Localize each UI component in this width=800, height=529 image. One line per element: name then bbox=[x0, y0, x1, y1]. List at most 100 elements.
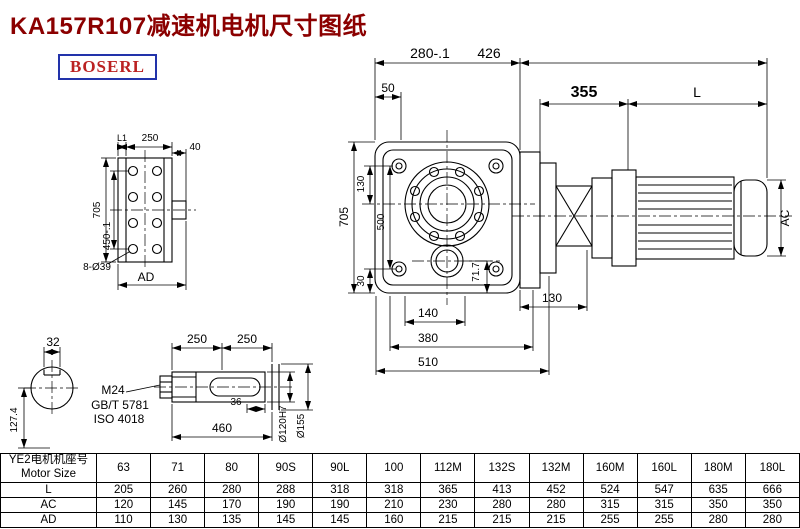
dimension-value: 130 bbox=[150, 511, 206, 528]
output-flange-view bbox=[117, 157, 187, 263]
dimension-value: 135 bbox=[204, 511, 260, 528]
dim-130-b: 130 bbox=[542, 291, 562, 305]
dim-32: 32 bbox=[46, 335, 60, 349]
dimension-value: 210 bbox=[366, 496, 422, 513]
dim-140: 140 bbox=[418, 306, 438, 320]
dim-355: 355 bbox=[571, 84, 598, 101]
dim-380: 380 bbox=[418, 331, 438, 345]
dimension-value: 280 bbox=[474, 496, 530, 513]
dimension-value: 145 bbox=[312, 511, 368, 528]
dimension-value: 110 bbox=[95, 511, 152, 528]
dim-120H7: Ø120H7 bbox=[278, 405, 289, 443]
dim-127-4: 127.4 bbox=[9, 407, 20, 432]
motor-size-header-en: Motor Size bbox=[21, 467, 76, 480]
dimension-value: 280 bbox=[690, 511, 746, 528]
motor-size-column: 71 bbox=[150, 453, 206, 483]
dim-426: 426 bbox=[477, 45, 501, 61]
dimension-value: 288 bbox=[258, 481, 314, 498]
dimension-value: 145 bbox=[150, 496, 206, 513]
dimension-value: 120 bbox=[95, 496, 152, 513]
dimension-value: 255 bbox=[582, 511, 638, 528]
dim-705-flange: 705 bbox=[92, 201, 103, 218]
dim-36: 36 bbox=[230, 397, 242, 408]
motor-size-column: 160L bbox=[636, 453, 692, 483]
dimension-value: 280 bbox=[204, 481, 260, 498]
dim-L1: L1 bbox=[117, 133, 127, 143]
dimension-value: 205 bbox=[95, 481, 152, 498]
dimension-value: 255 bbox=[636, 511, 692, 528]
dim-705: 705 bbox=[337, 207, 351, 227]
dim-40: 40 bbox=[189, 142, 201, 153]
dimension-value: 635 bbox=[690, 481, 746, 498]
dimension-value: 547 bbox=[636, 481, 692, 498]
motor-size-column: 180M bbox=[690, 453, 746, 483]
dimension-value: 524 bbox=[582, 481, 638, 498]
dimension-value: 215 bbox=[528, 511, 584, 528]
dim-250-flange: 250 bbox=[142, 133, 159, 144]
dimension-value: 190 bbox=[258, 496, 314, 513]
boserl-logo-text: BOSERL bbox=[70, 57, 145, 76]
dimension-value: 280 bbox=[528, 496, 584, 513]
motor-side-view bbox=[519, 151, 768, 289]
dimension-value: 365 bbox=[420, 481, 476, 498]
dim-AC: AC bbox=[778, 209, 792, 226]
motor-size-column: 112M bbox=[420, 453, 476, 483]
dim-250-b: 250 bbox=[237, 332, 257, 346]
dimension-value: 260 bbox=[150, 481, 206, 498]
motor-size-column: 132M bbox=[528, 453, 584, 483]
dim-50: 50 bbox=[381, 81, 395, 95]
dimension-value: 666 bbox=[744, 481, 800, 498]
motor-size-column: 90L bbox=[312, 453, 368, 483]
dimension-value: 160 bbox=[366, 511, 422, 528]
dim-460: 460 bbox=[212, 421, 232, 435]
dim-500: 500 bbox=[376, 213, 387, 230]
motor-size-column: 90S bbox=[258, 453, 314, 483]
dimension-lines bbox=[18, 58, 786, 449]
row-label: L bbox=[0, 481, 97, 498]
dimension-value: 215 bbox=[420, 511, 476, 528]
motor-size-header-cn: YE2电机机座号 bbox=[8, 454, 89, 466]
dimension-value: 350 bbox=[744, 496, 800, 513]
motor-size-column: 80 bbox=[204, 453, 260, 483]
motor-size-column: 100 bbox=[366, 453, 422, 483]
dim-510: 510 bbox=[418, 355, 438, 369]
motor-size-column: 63 bbox=[95, 453, 152, 483]
dim-450: 450-.1 bbox=[102, 221, 113, 250]
motor-size-column: 160M bbox=[582, 453, 638, 483]
boserl-logo: BOSERL bbox=[58, 54, 157, 80]
row-label: AD bbox=[0, 511, 97, 528]
standard-iso: ISO 4018 bbox=[94, 412, 145, 426]
dim-155: Ø155 bbox=[296, 413, 307, 438]
dimension-value: 318 bbox=[366, 481, 422, 498]
dimension-value: 280 bbox=[744, 511, 800, 528]
dimension-value: 315 bbox=[636, 496, 692, 513]
page-title: KA157R107减速机电机尺寸图纸 bbox=[10, 13, 368, 40]
technical-drawing: 280-.1 426 50 355 L 705 130 500 30 71.7 … bbox=[9, 45, 792, 449]
dimension-value: 318 bbox=[312, 481, 368, 498]
dim-280: 280-.1 bbox=[410, 45, 450, 61]
dim-L: L bbox=[693, 84, 701, 100]
dimension-value: 315 bbox=[582, 496, 638, 513]
gearbox-front-view bbox=[374, 141, 521, 294]
standard-gbt: GB/T 5781 bbox=[91, 398, 149, 412]
dimension-value: 145 bbox=[258, 511, 314, 528]
dim-AD: AD bbox=[138, 270, 155, 284]
dimension-value: 350 bbox=[690, 496, 746, 513]
dim-250-a: 250 bbox=[187, 332, 207, 346]
dimension-value: 452 bbox=[528, 481, 584, 498]
row-label: AC bbox=[0, 496, 97, 513]
motor-size-column: 132S bbox=[474, 453, 530, 483]
dim-130-v: 130 bbox=[356, 175, 367, 192]
dimension-value: 215 bbox=[474, 511, 530, 528]
motor-size-column: 180L bbox=[744, 453, 800, 483]
dimension-value: 170 bbox=[204, 496, 260, 513]
dimension-value: 413 bbox=[474, 481, 530, 498]
dim-71-7: 71.7 bbox=[471, 262, 482, 282]
dimension-value: 230 bbox=[420, 496, 476, 513]
